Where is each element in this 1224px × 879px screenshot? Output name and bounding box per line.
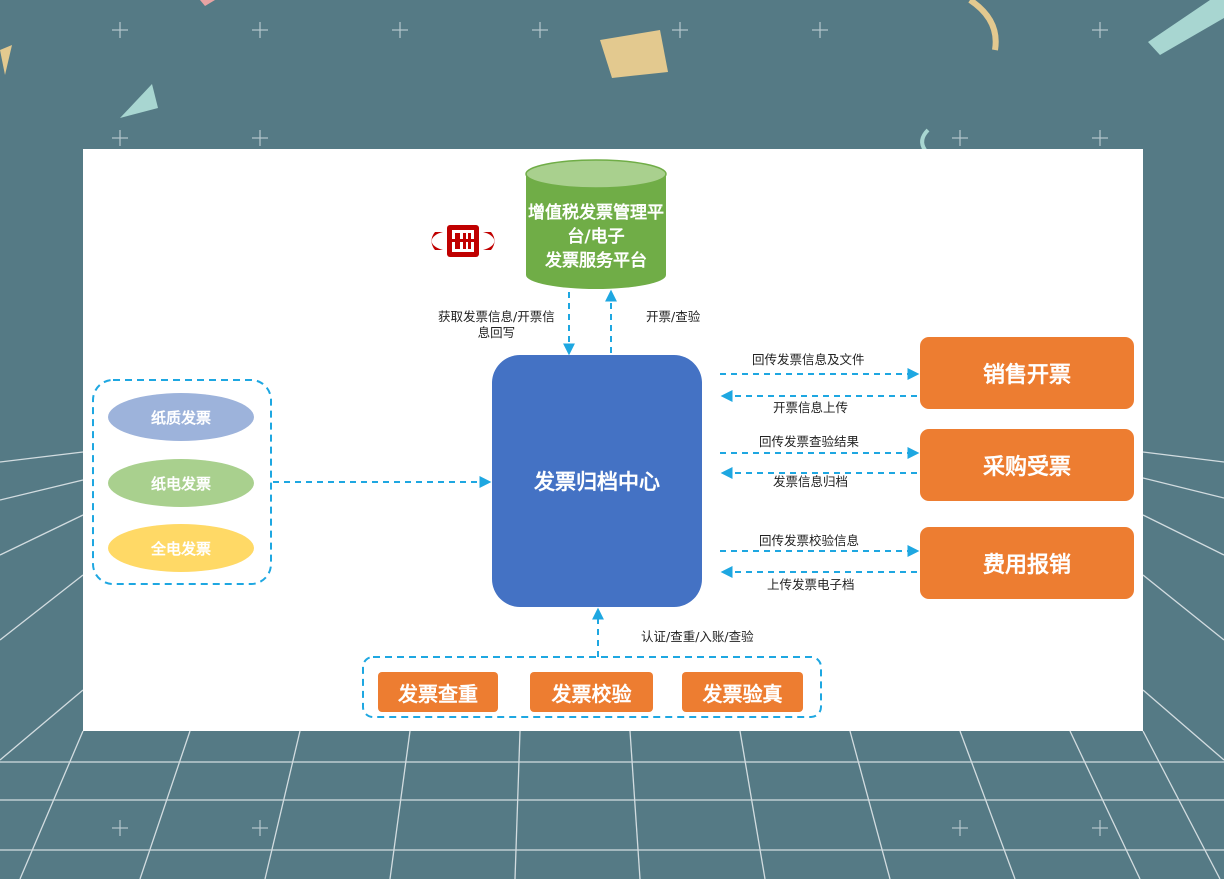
label-fetch-line-2: 息回写 <box>477 325 516 340</box>
confetti-shape <box>1148 0 1224 55</box>
confetti-shape <box>920 128 930 152</box>
label-fetch-line-1: 获取发票信息/开票信 <box>438 309 555 324</box>
platform-title-line-1: 增值税发票管理平台/电子 <box>528 203 664 247</box>
paper-invoice: 纸质发票 <box>108 393 254 441</box>
label-in-2: 发票信息归档 <box>773 474 849 489</box>
label-out-2: 回传发票查验结果 <box>759 434 860 449</box>
label-in-3: 上传发票电子档 <box>767 577 855 592</box>
label-in-1: 开票信息上传 <box>773 400 849 415</box>
paper-electronic-invoice: 纸电发票 <box>108 459 254 507</box>
platform-database <box>525 159 667 289</box>
bottom-group-frame <box>362 656 822 718</box>
archive-center: 发票归档中心 <box>492 355 702 607</box>
invoice-duplicate-check: 发票查重 <box>378 672 498 712</box>
fully-digital-invoice: 全电发票 <box>108 524 254 572</box>
left-group-frame <box>92 379 272 585</box>
expense-reimbursement: 费用报销 <box>920 527 1134 599</box>
invoice-authentication: 发票验真 <box>682 672 803 712</box>
confetti-shape <box>0 45 12 75</box>
label-fetch: 获取发票信息/开票信 息回写 <box>438 309 555 341</box>
confetti-shape <box>600 30 668 78</box>
platform-title: 增值税发票管理平台/电子 发票服务平台 <box>526 201 666 273</box>
invoice-validation: 发票校验 <box>530 672 653 712</box>
connector-layer <box>92 159 920 718</box>
platform-title-line-2: 发票服务平台 <box>545 251 647 271</box>
tax-emblem-icon <box>431 225 495 257</box>
confetti-shape <box>968 0 999 51</box>
sales-invoicing: 销售开票 <box>920 337 1134 409</box>
label-out-1: 回传发票信息及文件 <box>752 352 865 367</box>
confetti-shape <box>200 0 215 6</box>
label-issue-verify: 开票/查验 <box>646 309 701 324</box>
purchase-receiving: 采购受票 <box>920 429 1134 501</box>
label-out-3: 回传发票校验信息 <box>759 533 860 548</box>
label-bottom: 认证/查重/入账/查验 <box>641 629 754 644</box>
confetti-shape <box>120 84 158 118</box>
diagram-card: 增值税发票管理平台/电子 发票服务平台 获取发票信息/开票信 息回写 开票/查验… <box>83 149 1143 731</box>
